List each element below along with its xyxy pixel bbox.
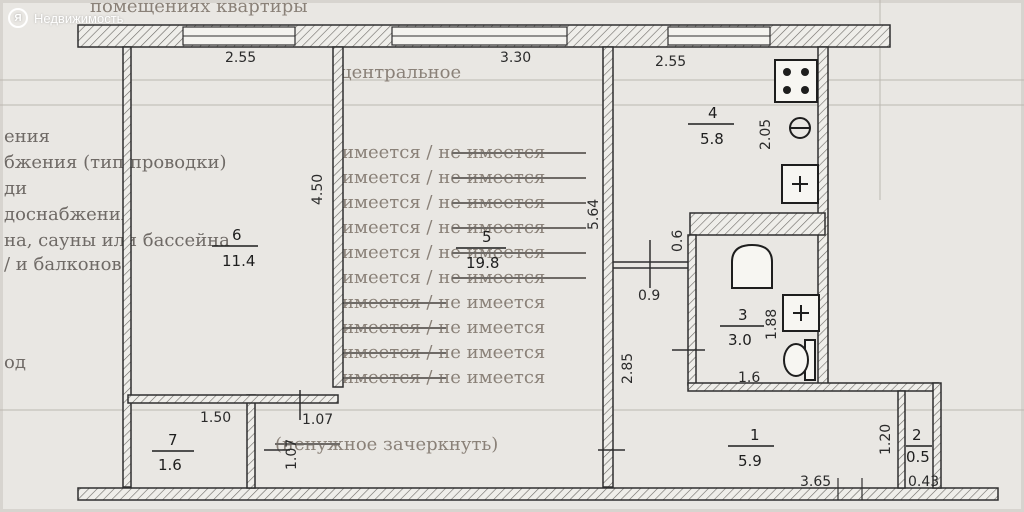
room-number: 2 <box>912 426 922 444</box>
kitchen-fixtures <box>774 59 819 204</box>
form-left-row: на, сауны или бассейна <box>4 230 230 251</box>
yandex-logo-icon: Я <box>8 8 28 28</box>
dim-closet-width: 1.50 <box>200 410 231 426</box>
room-area: 19.8 <box>466 254 499 272</box>
dim-room6-height: 4.50 <box>310 174 326 205</box>
room-label-1: 1 5.9 <box>728 426 774 470</box>
form-right-row: имеется / не имеется <box>342 167 545 188</box>
watermark: Я Недвижимость <box>8 8 123 28</box>
dim-wc-height: 1.20 <box>878 424 894 455</box>
dim-top-mid: 3.30 <box>500 50 531 66</box>
dim-closet-right: 1.07 <box>302 412 333 428</box>
room-area: 5.9 <box>738 452 762 470</box>
dim-room5-height: 5.64 <box>586 199 602 230</box>
dim-top-left: 2.55 <box>225 50 256 66</box>
room-area: 3.0 <box>728 331 752 349</box>
room-label-3: 3 3.0 <box>720 306 764 349</box>
dim-bath-height: 1.88 <box>764 309 780 340</box>
watermark-text: Недвижимость <box>34 10 124 26</box>
form-right-row: имеется / не имеется <box>342 267 545 288</box>
dim-corner: 0.43 <box>908 474 939 490</box>
door-marks <box>264 240 705 451</box>
interior-walls <box>122 46 942 489</box>
room-number: 7 <box>168 431 178 449</box>
dim-closet-height: 1.07 <box>284 439 300 470</box>
bathroom-fixtures <box>731 243 820 381</box>
exterior-wall-top <box>77 24 891 48</box>
room-area: 0.5 <box>906 448 930 466</box>
form-left-row: / и балконов <box>4 254 122 275</box>
room-label-2: 2 0.5 <box>906 426 932 466</box>
form-right-row: имеется / не имеется <box>342 217 545 238</box>
room-number: 5 <box>482 228 492 246</box>
room-labels: 6 11.4 5 19.8 4 5.8 3 3.0 7 1.6 1 5.9 <box>152 104 932 474</box>
form-background-text: помещениях квартиры центральное ения бже… <box>4 0 586 455</box>
room-area: 1.6 <box>158 456 182 474</box>
form-grid <box>0 0 1024 411</box>
room-number: 1 <box>750 426 760 444</box>
bathtub-icon <box>731 243 773 289</box>
room-label-4: 4 5.8 <box>688 104 734 148</box>
room-number: 4 <box>708 104 718 122</box>
room-number: 3 <box>738 306 748 324</box>
dim-door-gap: 0.9 <box>638 288 660 304</box>
dim-bath-width: 1.6 <box>738 370 760 386</box>
stove-icon <box>774 59 818 103</box>
dim-kitchen-height: 2.05 <box>758 119 774 150</box>
dim-top-right: 2.55 <box>655 54 686 70</box>
dimension-labels: 2.55 3.30 2.55 2.05 4.50 5.64 0.6 0.9 1.… <box>200 50 939 490</box>
form-top-cut: помещениях квартиры <box>90 0 308 17</box>
exterior-wall-bottom <box>77 478 999 501</box>
form-right-row: имеется / не имеется <box>342 192 545 213</box>
form-right-row: имеется / не имеется <box>342 142 545 163</box>
form-left-row: доснабжения <box>4 204 132 225</box>
form-heating: центральное <box>340 62 461 83</box>
form-left-row: бжения (тип проводки) <box>4 152 227 173</box>
room-label-6: 6 11.4 <box>212 226 258 270</box>
dim-wall-gap: 0.6 <box>670 230 686 252</box>
room-number: 6 <box>232 226 242 244</box>
form-left-row: од <box>4 352 26 373</box>
room-label-7: 7 1.6 <box>152 431 194 474</box>
dim-hall-left: 2.85 <box>620 353 636 384</box>
form-left-row: ения <box>4 126 50 147</box>
dim-bottom-width: 3.65 <box>800 474 831 490</box>
room-area: 5.8 <box>700 130 724 148</box>
room-label-5: 5 19.8 <box>456 228 506 272</box>
form-left-row: ди <box>4 178 27 199</box>
toilet-icon <box>783 343 809 377</box>
room-area: 11.4 <box>222 252 255 270</box>
form-note: (ненужное зачеркнуть) <box>275 434 498 455</box>
